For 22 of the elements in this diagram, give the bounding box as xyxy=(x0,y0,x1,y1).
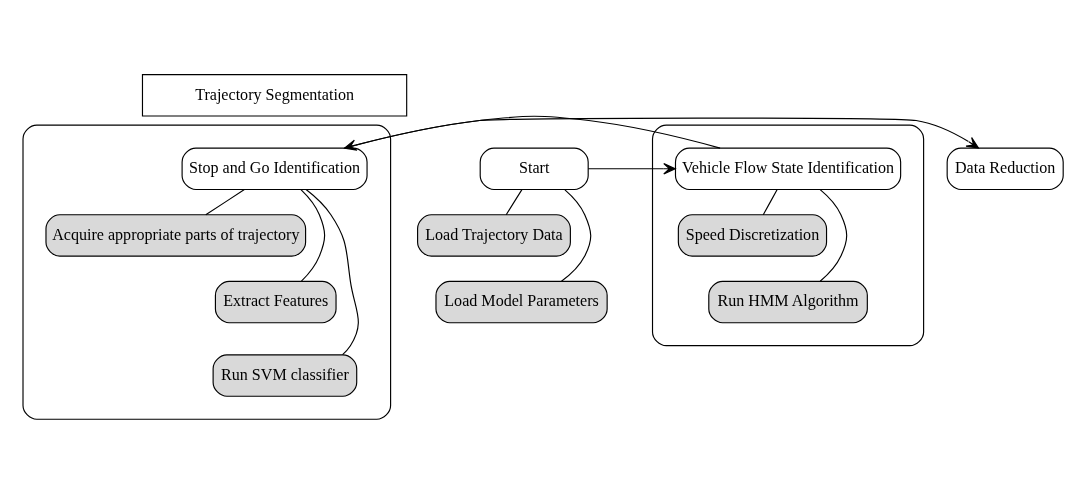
node-box: Run HMM Algorithm xyxy=(708,280,868,324)
connector xyxy=(305,189,359,356)
connector xyxy=(819,189,848,282)
connector xyxy=(300,189,326,282)
node-box: Extract Features xyxy=(214,280,337,324)
node-box: Run SVM classifier xyxy=(212,354,358,397)
node-box: Vehicle Flow State Identification xyxy=(674,147,902,191)
connector xyxy=(205,189,245,216)
node-box: Trajectory Segmentation xyxy=(141,74,408,117)
connector xyxy=(505,189,523,216)
cluster xyxy=(22,124,392,420)
node-box: Load Model Parameters xyxy=(435,280,608,324)
arrow xyxy=(587,163,676,175)
node-box: Load Trajectory Data xyxy=(417,214,571,257)
cluster xyxy=(651,124,925,347)
node-box: Speed Discretization xyxy=(677,214,828,257)
connector xyxy=(560,189,592,282)
node-box: Stop and Go Identification xyxy=(181,147,368,191)
connector xyxy=(762,189,778,216)
node-box: Data Reduction xyxy=(946,147,1064,191)
node-box: Start xyxy=(479,147,589,191)
node-box: Acquire appropriate parts of trajectory xyxy=(45,214,307,257)
